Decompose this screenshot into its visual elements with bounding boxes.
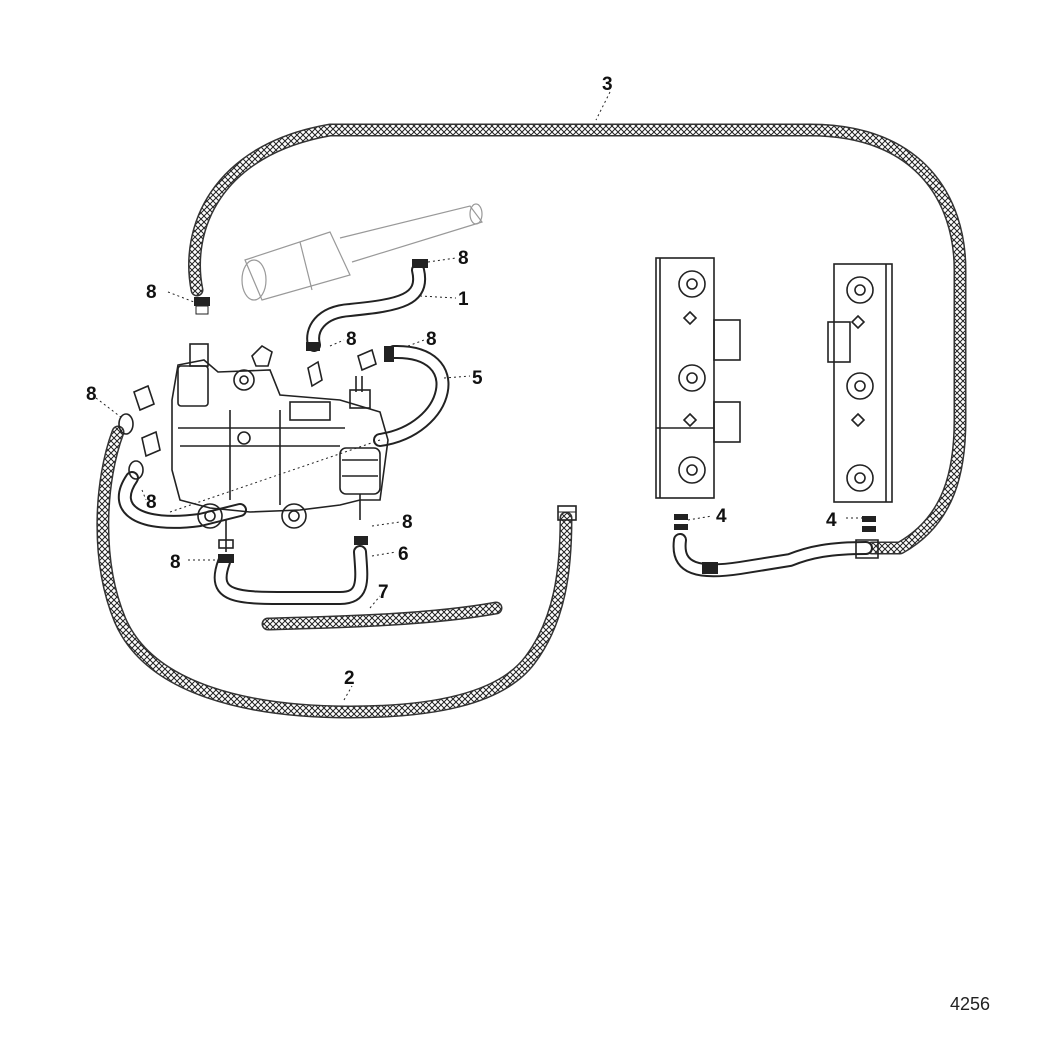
braided-hose-3 [188, 123, 967, 555]
braided-hose-7 [261, 601, 503, 631]
callout-8-mid-right: 8 [426, 329, 437, 350]
hose-1 [306, 263, 427, 352]
callout-8-mid-left: 8 [346, 329, 357, 350]
leader-lines [95, 91, 862, 701]
crossover-line [672, 514, 879, 578]
callout-8-bottom-left: 8 [170, 552, 181, 573]
fuel-rail-right [827, 263, 893, 503]
figure-id: 4256 [950, 994, 991, 1014]
fuel-module-assembly [169, 343, 389, 552]
callout-5: 5 [472, 368, 483, 389]
callout-3: 3 [602, 74, 613, 95]
callout-8-lower-right: 8 [402, 512, 413, 533]
fuel-rail-left [655, 257, 741, 499]
callout-1: 1 [458, 289, 469, 310]
callout-8-left-top: 8 [146, 282, 157, 303]
callout-8-far-left: 8 [86, 384, 97, 405]
callout-8-left-lower: 8 [146, 492, 157, 513]
hose-6 [213, 545, 369, 606]
braided-hose-2 [96, 425, 573, 719]
callout-7: 7 [378, 582, 389, 603]
fitting-hose-2-end [557, 505, 577, 521]
callout-4-left: 4 [716, 506, 727, 527]
callout-8-top: 8 [458, 248, 469, 269]
hose-clamps [194, 259, 428, 563]
hose-5 [373, 344, 450, 447]
callout-4-right: 4 [826, 510, 837, 531]
callout-6: 6 [398, 544, 409, 565]
callout-2: 2 [344, 668, 355, 689]
left-fittings [118, 384, 161, 480]
ghosted-fuel-pump [241, 203, 483, 301]
return-hose [117, 471, 247, 529]
